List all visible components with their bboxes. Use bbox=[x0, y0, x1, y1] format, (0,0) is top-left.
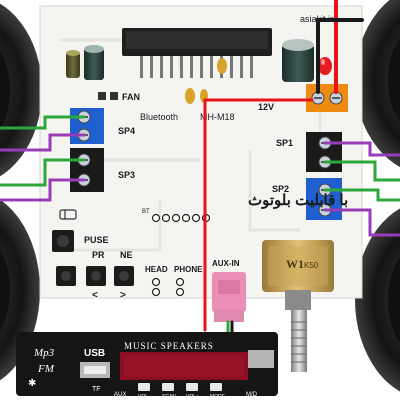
module-logo-line2: FM bbox=[37, 363, 55, 375]
terminal-block-sp3-icon bbox=[70, 148, 104, 192]
jumper-pins-icon bbox=[151, 277, 185, 297]
terminal-block-power-icon bbox=[306, 84, 348, 112]
prev-arrow-label: < bbox=[92, 290, 98, 301]
pot-label: W1 bbox=[286, 257, 304, 271]
mode-label: MODE bbox=[210, 394, 226, 400]
bt-code-label: BT bbox=[142, 209, 150, 215]
tf-label: TF bbox=[92, 386, 101, 393]
head-label: HEAD bbox=[145, 265, 168, 274]
persian-label: با قابلیت بلوتوث bbox=[248, 192, 348, 209]
speaker-top-right bbox=[355, 0, 400, 168]
bluetooth-icon bbox=[59, 209, 77, 220]
scan-label: SCAN bbox=[162, 394, 176, 400]
bluetooth-icon: ✱ bbox=[28, 378, 36, 389]
fan-header-icon bbox=[98, 92, 118, 100]
terminal-block-sp2-icon bbox=[306, 178, 342, 220]
capacitor-icon bbox=[84, 45, 104, 80]
next-arrow-label: > bbox=[120, 290, 126, 301]
fan-label: FAN bbox=[122, 92, 140, 102]
module-logo-line1: Mp3 bbox=[33, 347, 55, 359]
small-capacitor-icon bbox=[185, 88, 195, 104]
model-label: MH-M18 bbox=[200, 112, 235, 122]
module-title: MUSIC SPEAKERS bbox=[124, 341, 214, 351]
speaker-bottom-right bbox=[355, 208, 400, 392]
aux-label: AUX bbox=[114, 392, 126, 398]
pr-label: PR bbox=[92, 250, 105, 260]
ne-label: NE bbox=[120, 250, 133, 260]
voltage-label: 12V bbox=[258, 102, 274, 112]
led-icon bbox=[318, 57, 332, 75]
pot-value-label: K50 bbox=[304, 261, 319, 270]
phone-label: PHONE bbox=[174, 265, 203, 274]
usb-label: USB bbox=[84, 348, 105, 359]
sp4-label: SP4 bbox=[118, 126, 135, 136]
vol-plus-label: VOL+ bbox=[186, 394, 199, 400]
sp2-label: SP2 bbox=[272, 184, 289, 194]
terminal-block-sp4-icon bbox=[70, 108, 104, 144]
small-capacitor-icon bbox=[217, 58, 227, 74]
module-right-label: M/D bbox=[246, 392, 258, 398]
vol-minus-label: VOL- bbox=[138, 394, 150, 400]
puse-label: PUSE bbox=[84, 235, 109, 245]
push-button-icon bbox=[56, 266, 134, 286]
wires bbox=[0, 0, 400, 347]
sp1-label: SP1 bbox=[276, 138, 293, 148]
capacitor-large-icon bbox=[282, 39, 314, 82]
bluetooth-label: Bluetooth bbox=[140, 112, 178, 122]
aux-in-label: AUX-IN bbox=[212, 259, 240, 268]
aux-connector-icon bbox=[212, 272, 246, 322]
sp3-label: SP3 bbox=[118, 170, 135, 180]
capacitor-yellow-icon bbox=[66, 50, 80, 78]
mp3-module bbox=[16, 332, 278, 396]
speaker-top-left bbox=[0, 3, 42, 177]
potentiometer-icon bbox=[262, 240, 334, 372]
push-button-icon bbox=[52, 230, 74, 252]
module-buttons bbox=[138, 383, 222, 391]
terminal-block-sp1-icon bbox=[306, 132, 342, 172]
